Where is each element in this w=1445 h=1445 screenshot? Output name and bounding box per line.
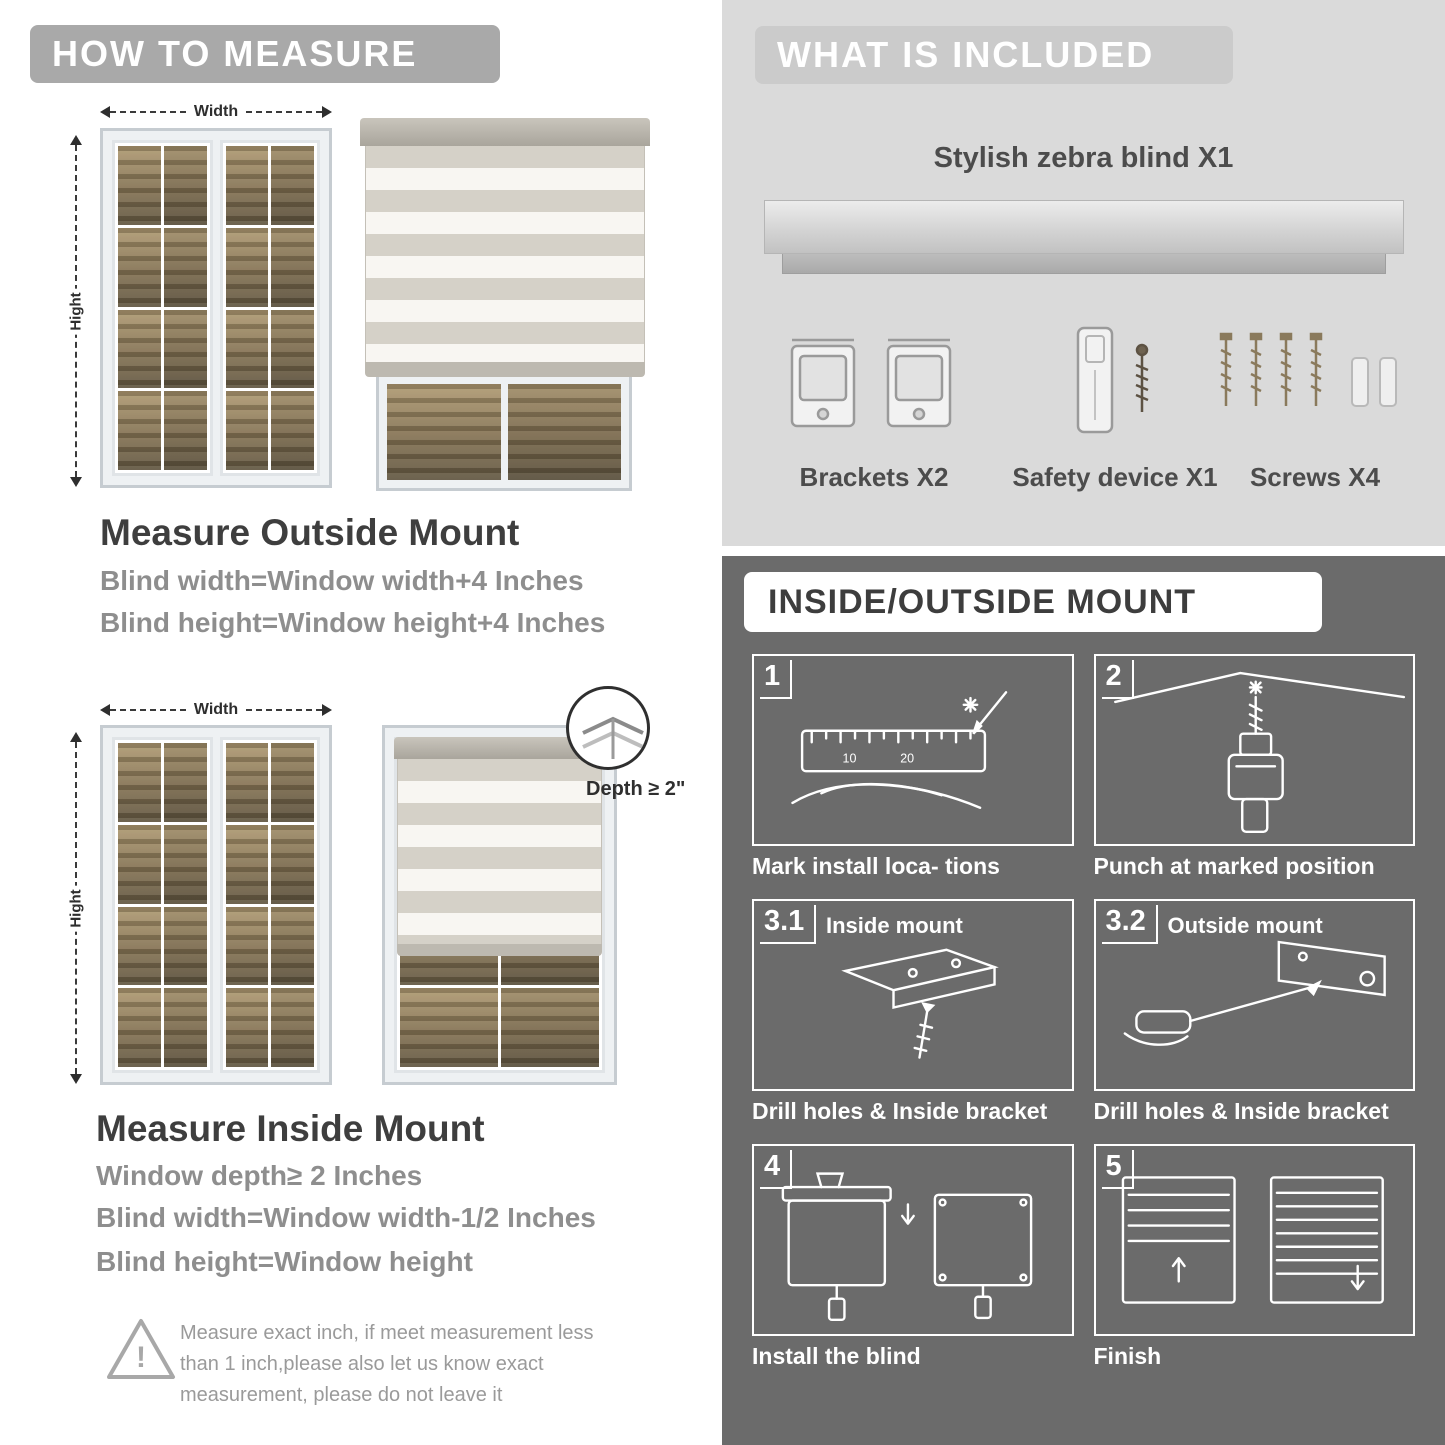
zebra-blind-inside-illustration — [382, 725, 617, 1085]
step-4: 4 — [752, 1144, 1074, 1375]
step-number: 2 — [1101, 660, 1134, 699]
what-is-included-header: WHAT IS INCLUDED — [755, 26, 1233, 84]
width-label: Width — [185, 701, 247, 719]
step-caption: Install the blind — [752, 1343, 921, 1369]
screws-label: Screws X4 — [1249, 462, 1381, 492]
step-title: Inside mount — [826, 913, 963, 938]
warning-triangle-icon: ! — [107, 1319, 175, 1379]
outside-mount-title: Measure Outside Mount — [100, 512, 520, 553]
hight-label: Hight — [65, 287, 87, 335]
blind-bottom-rail — [397, 944, 602, 956]
depth-callout-label: Depth ≥ 2" — [586, 778, 686, 800]
step-number: 3.1 — [760, 905, 817, 944]
width-arrow-inside: Width — [100, 700, 332, 720]
step-caption: Drill holes & Inside bracket — [752, 1098, 1048, 1124]
arrowhead-up-icon — [70, 135, 82, 145]
safety-device-icon — [1076, 326, 1149, 434]
svg-text:10: 10 — [843, 752, 857, 766]
window-bottom — [376, 373, 632, 491]
step-caption: Drill holes & Inside bracket — [1093, 1098, 1389, 1124]
install-blind-icon — [781, 1172, 1033, 1322]
step-3-1: 3.1 Inside mount Drill holes & Ins — [752, 899, 1074, 1130]
blind-bottom-rail — [365, 362, 645, 377]
arrowhead-left-icon — [100, 704, 110, 716]
measure-note: Measure exact inch, if meet measurement … — [180, 1322, 594, 1406]
mount-instructions-section: INSIDE/OUTSIDE MOUNT 1 — [722, 556, 1445, 1445]
svg-text:20: 20 — [900, 752, 914, 766]
mount-steps-grid: 1 10 20 — [752, 654, 1415, 1375]
step-5: 5 Finish — [1093, 1144, 1415, 1375]
step-number: 5 — [1101, 1150, 1134, 1189]
inside-mount-line1: Window depth≥ 2 Inches — [96, 1160, 423, 1191]
step-title: Outside mount — [1167, 913, 1323, 938]
arrowhead-down-icon — [70, 477, 82, 487]
window-illustration-outside — [100, 128, 332, 488]
blind-stripes — [397, 759, 602, 944]
height-arrow-inside: Hight — [65, 732, 87, 1084]
arrowhead-left-icon — [100, 106, 110, 118]
exclamation-mark: ! — [136, 1341, 146, 1374]
arrowhead-down-icon — [70, 1074, 82, 1084]
zebra-blind-outside-illustration — [360, 118, 650, 496]
step-number: 3.2 — [1101, 905, 1158, 944]
mount-header: INSIDE/OUTSIDE MOUNT — [744, 572, 1322, 632]
outside-bracket-icon — [1123, 940, 1386, 1046]
how-to-measure-header: HOW TO MEASURE — [30, 25, 500, 83]
brackets-label: Brackets X2 — [799, 462, 949, 492]
drill-icon — [1113, 671, 1405, 833]
depth-callout-circle — [566, 686, 650, 770]
inside-mount-title: Measure Inside Mount — [96, 1108, 485, 1149]
mark-location-icon: 10 20 — [791, 691, 1008, 809]
blind-stripes — [365, 146, 645, 362]
step-caption: Mark install loca- tions — [752, 853, 1000, 879]
inside-bracket-icon — [841, 948, 999, 1059]
outside-mount-line1: Blind width=Window width+4 Inches — [100, 565, 584, 596]
step-number: 4 — [760, 1150, 793, 1189]
inside-mount-line3: Blind height=Window height — [96, 1246, 473, 1277]
height-arrow-outside: Hight — [65, 135, 87, 487]
window-corner-icon — [582, 716, 644, 759]
blind-headrail-illustration — [764, 200, 1404, 254]
width-label: Width — [185, 103, 247, 121]
brackets-icon — [790, 338, 952, 428]
blind-cassette — [394, 737, 605, 759]
what-is-included-section: WHAT IS INCLUDED Stylish zebra blind X1 — [722, 0, 1445, 546]
arrowhead-right-icon — [322, 106, 332, 118]
step-caption: Punch at marked position — [1093, 853, 1375, 879]
step-number: 1 — [760, 660, 793, 699]
arrowhead-up-icon — [70, 732, 82, 742]
inside-mount-line2: Blind width=Window width-1/2 Inches — [96, 1202, 596, 1233]
safety-device-label: Safety device X1 — [1012, 462, 1218, 492]
product-name: Stylish zebra blind X1 — [933, 142, 1234, 174]
blind-cassette — [360, 118, 650, 146]
blind-headrail-lip — [782, 254, 1386, 274]
finish-blinds-icon — [1121, 1176, 1384, 1304]
screws-icon — [1219, 332, 1397, 407]
outside-mount-line2: Blind height=Window height+4 Inches — [100, 607, 606, 638]
hight-label: Hight — [65, 884, 87, 932]
step-3-2: 3.2 Outside mount Dr — [1093, 899, 1415, 1130]
step-1: 1 10 20 — [752, 654, 1074, 885]
step-caption: Finish — [1093, 1343, 1162, 1369]
window-illustration-inside — [100, 725, 332, 1085]
width-arrow-outside: Width — [100, 102, 332, 122]
arrowhead-right-icon — [322, 704, 332, 716]
step-2: 2 Punch at marked position — [1093, 654, 1415, 885]
